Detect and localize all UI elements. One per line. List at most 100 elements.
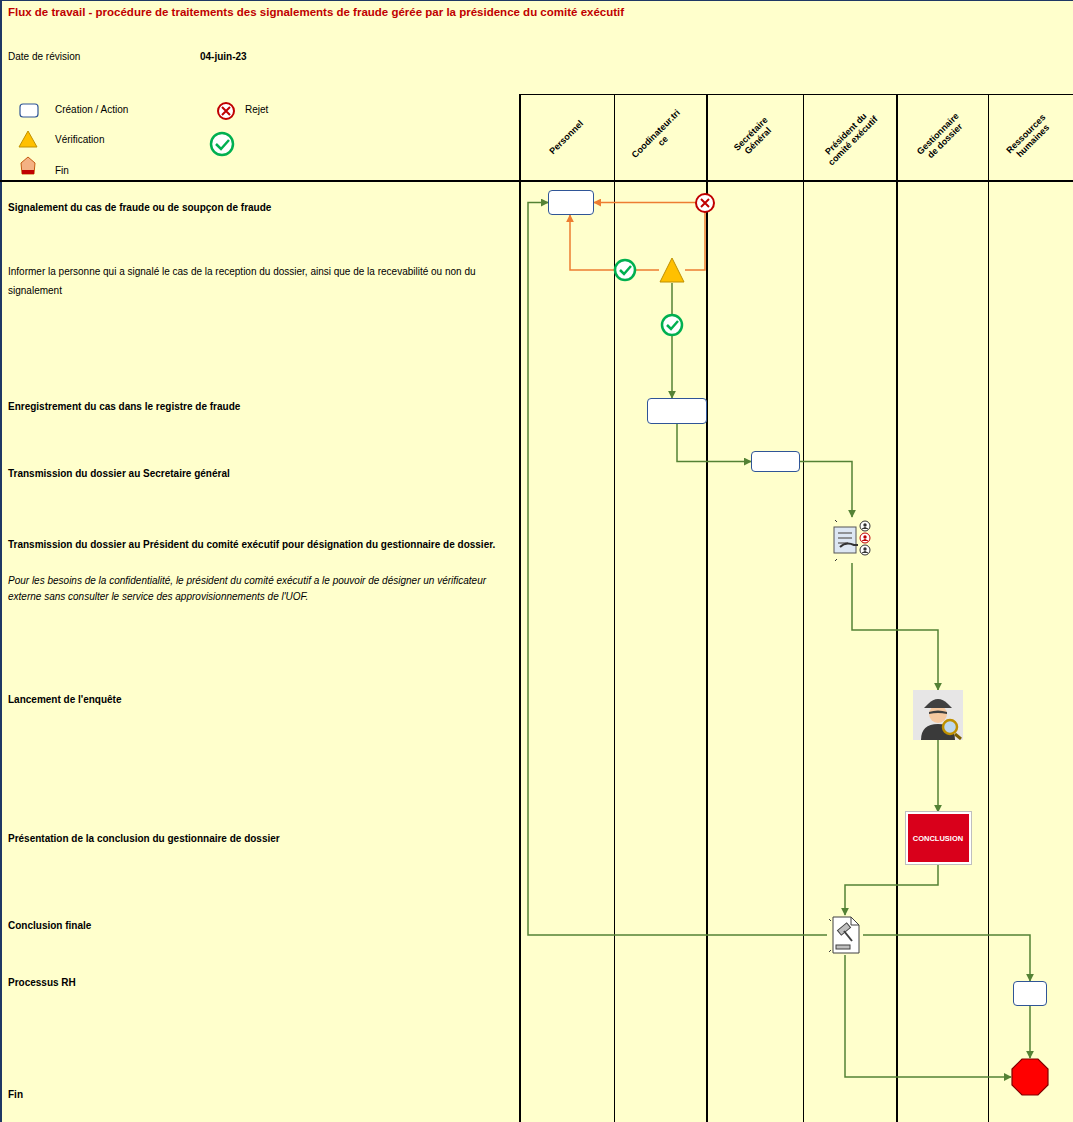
investigator-icon [913,690,963,740]
step-label: Transmission du dossier au Secretaire gé… [8,467,513,481]
person [863,547,866,550]
process-box [1013,981,1047,1006]
hand [840,543,858,547]
lane-header: Secrétaire Général [725,108,786,169]
lane-header: Ressources humaines [1000,108,1061,169]
revision-label: Date de révision [8,51,80,62]
revision-date: 04-juin-23 [200,51,247,62]
gavel-block [836,945,850,949]
step-note: Pour les besoins de la confidentialité, … [8,573,513,605]
legend-text: Fin [55,165,69,176]
diagram-title: Flux de travail - procédure de traitemen… [8,6,624,18]
flow-connector [845,955,1011,1077]
person [863,535,866,538]
header-line [520,94,1073,95]
flow-connector [845,864,938,915]
lane-line [896,94,898,1122]
magnifier-handle [955,734,961,739]
flow-connector [594,203,705,271]
icon-ground [913,690,963,740]
lane-line [988,94,989,1122]
verdict-icon [827,915,863,955]
step-label: Transmission du dossier au Président du … [8,537,513,553]
lane-line [519,94,521,1122]
step-label: Fin [8,1088,513,1102]
legend-text: Vérification [55,134,104,145]
step-label: Lancement de l'enquête [8,693,513,707]
person [863,523,866,526]
end-octagon [1011,1058,1049,1096]
reject-cross [701,199,709,207]
step-label: Conclusion finale [8,919,513,933]
legend-text: Rejet [245,104,268,115]
legend-end-band [22,170,34,174]
flow-connector [863,935,1030,981]
tick [829,919,831,952]
verdict-icon [827,915,863,955]
process-box [647,398,707,424]
hair [929,711,947,715]
reject-icon [696,194,714,212]
legend-reject-sample [218,103,234,119]
document [833,917,859,953]
check-icon [662,315,682,335]
check-circle [211,133,233,155]
step-label: Présentation de la conclusion du gestion… [8,832,513,846]
tick [835,520,837,561]
document-lines [838,533,852,543]
lane-line [614,94,615,1122]
person-circle [860,545,870,555]
lane-header: Gestionnaire de dossier [912,108,973,169]
decision-triangle [659,257,685,283]
flow-connector [1029,1006,1031,1058]
check-icon [615,260,635,280]
person [862,540,868,542]
assign-icon [832,517,872,563]
reject-circle [696,194,714,212]
check-circle [615,260,635,280]
octagon-shape [1012,1059,1048,1095]
legend-end-sample [21,157,35,174]
check-circle [662,315,682,335]
check-mark [216,140,229,149]
flow-connector [677,424,751,462]
end-octagon [1011,1058,1049,1096]
reject-circle [218,103,234,119]
process-box [751,451,800,472]
step-label: Enregistrement du cas dans le registre d… [8,400,513,414]
person-circle [860,521,870,531]
triangle-shape [660,258,684,282]
flow-connector [671,283,673,398]
person [862,528,868,530]
person-circle [860,533,870,543]
lane-line [803,94,804,1122]
lane-header: Coodinateur.trice [630,108,691,169]
decision-triangle [659,257,685,283]
conclusion-icon: CONCLUSION [906,812,971,864]
lane-header: Personnel [540,111,594,165]
flow-connector [570,215,659,270]
check-mark [620,266,631,274]
flow-connector [528,203,827,936]
header-bottom-line [0,180,1073,182]
lane-header: Président du comité exécutif [820,108,881,169]
gavel-handle [844,931,852,941]
step-label: Signalement du cas de fraude ou de soupç… [8,201,513,215]
document [834,527,856,553]
step-label: Processus RH [8,976,513,990]
legend-action-sample [20,104,38,117]
hat [924,699,952,708]
lane-line [706,94,708,1122]
gavel-head [837,923,850,935]
legend-accept-sample [211,133,233,155]
step-label: Informer la personne qui a signalé le ca… [8,262,513,300]
process-box [548,190,594,215]
assign-icon [832,517,872,563]
magnifier [943,720,957,734]
top-border [0,0,1073,1]
conclusion-text: CONCLUSION [913,834,963,843]
